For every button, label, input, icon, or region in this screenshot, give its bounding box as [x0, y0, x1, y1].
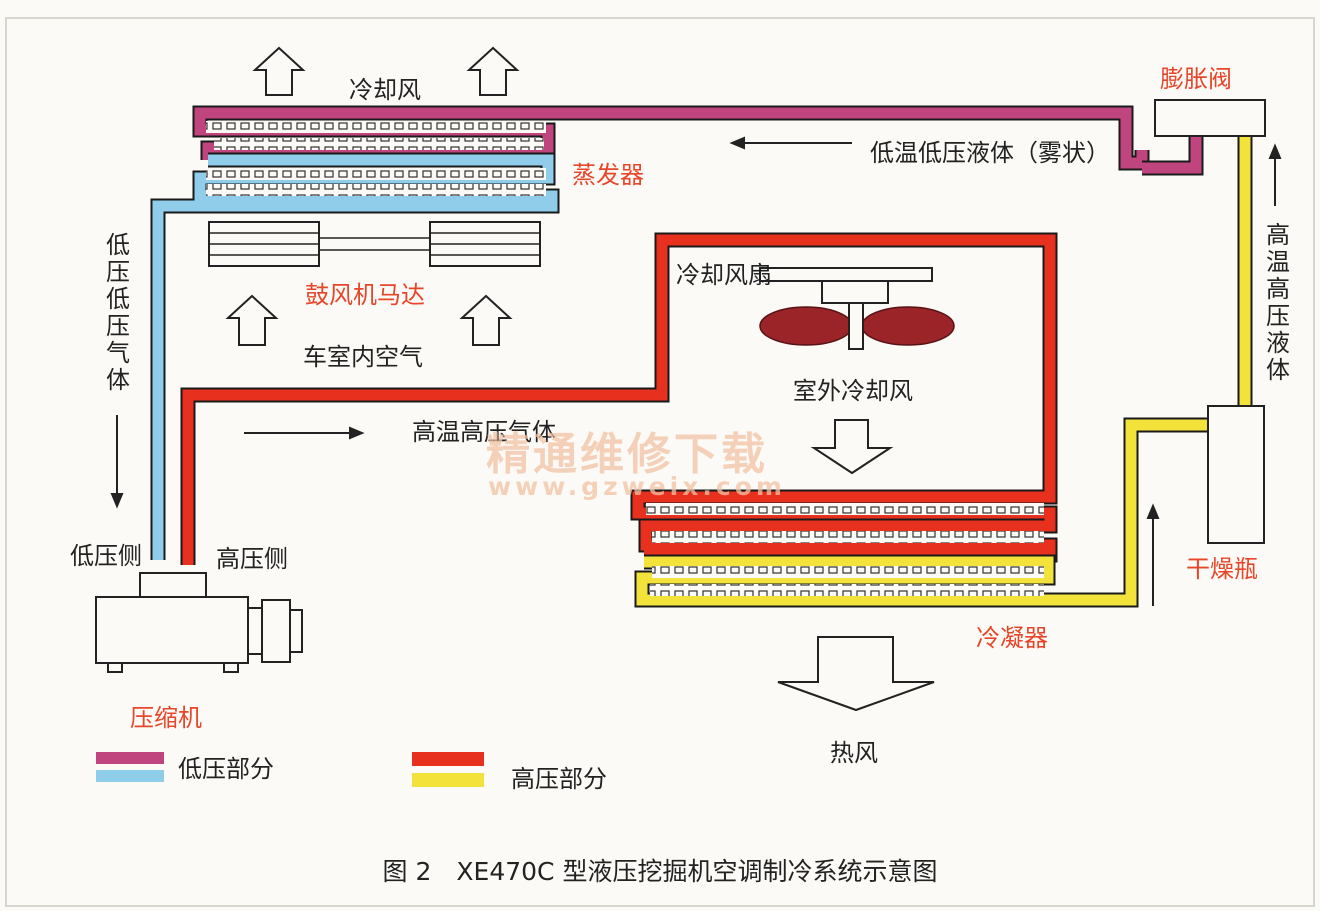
hot-air-label: 热风 [830, 739, 878, 767]
flow-arrow-right [244, 426, 365, 440]
compressor [95, 572, 303, 673]
legend-high-pressure-label: 高压部分 [511, 765, 607, 793]
cabin-air-label: 车室内空气 [303, 343, 423, 371]
cooling-air-up-arrow [466, 46, 520, 96]
high-temp-gas-label: 高温高压气体 [412, 418, 556, 446]
expansion-valve [1154, 99, 1266, 137]
outdoor-air-down-arrow [810, 419, 894, 475]
expansion-valve-label: 膨胀阀 [1160, 65, 1232, 93]
legend-swatches [96, 752, 484, 787]
flow-arrow-up [1268, 143, 1282, 206]
dryer-label: 干燥瓶 [1186, 555, 1258, 583]
high-pressure-liquid-pipe [634, 136, 1253, 608]
evaporator [150, 105, 1150, 560]
compressor-label: 压缩机 [130, 704, 202, 732]
watermark-title: 精通维修下载 [486, 429, 768, 480]
watermark-url: www.gzweix.com [488, 472, 786, 501]
legend-low-pressure-label: 低压部分 [178, 755, 274, 783]
pink-pipe-to-valve [1142, 132, 1204, 176]
low-temp-liquid-label: 低温低压液体（雾状） [870, 139, 1110, 167]
flow-arrow-down [110, 415, 124, 509]
evaporator-fins-row [206, 184, 546, 196]
blower-motor [208, 221, 541, 267]
evaporator-fins-row [206, 121, 546, 133]
hot-air-down-arrow [777, 636, 935, 712]
condenser [646, 503, 1044, 596]
cooling-air-label: 冷却风 [349, 76, 421, 104]
figure-caption: 图 2 XE470C 型液压挖掘机空调制冷系统示意图 [382, 857, 938, 886]
evaporator-fins-row [206, 168, 546, 180]
frame [5, 17, 1315, 907]
low-pressure-gas-label: 低压低压气体 [106, 231, 130, 394]
evaporator-label: 蒸发器 [572, 161, 644, 189]
flow-arrow-left [729, 136, 852, 150]
blower-motor-label: 鼓风机马达 [305, 281, 425, 309]
cooling-air-up-arrow [252, 46, 306, 96]
outdoor-cooling-air-label: 室外冷却风 [793, 377, 913, 405]
cabin-air-up-arrow [459, 294, 513, 346]
flow-arrow-up [1146, 503, 1160, 606]
high-pressure-side-label: 高压侧 [216, 545, 288, 573]
cooling-fan-label: 冷却风扇 [676, 261, 772, 289]
dryer-bottle [1207, 405, 1265, 544]
low-pressure-side-label: 低压侧 [70, 542, 142, 570]
high-temp-liquid-label: 高温高压液体 [1266, 221, 1290, 384]
high-pressure-gas-pipe [180, 232, 1058, 565]
condenser-label: 冷凝器 [976, 624, 1048, 652]
cooling-fan [759, 267, 955, 350]
cabin-air-up-arrow [225, 294, 279, 346]
evaporator-fins-row [214, 138, 544, 150]
